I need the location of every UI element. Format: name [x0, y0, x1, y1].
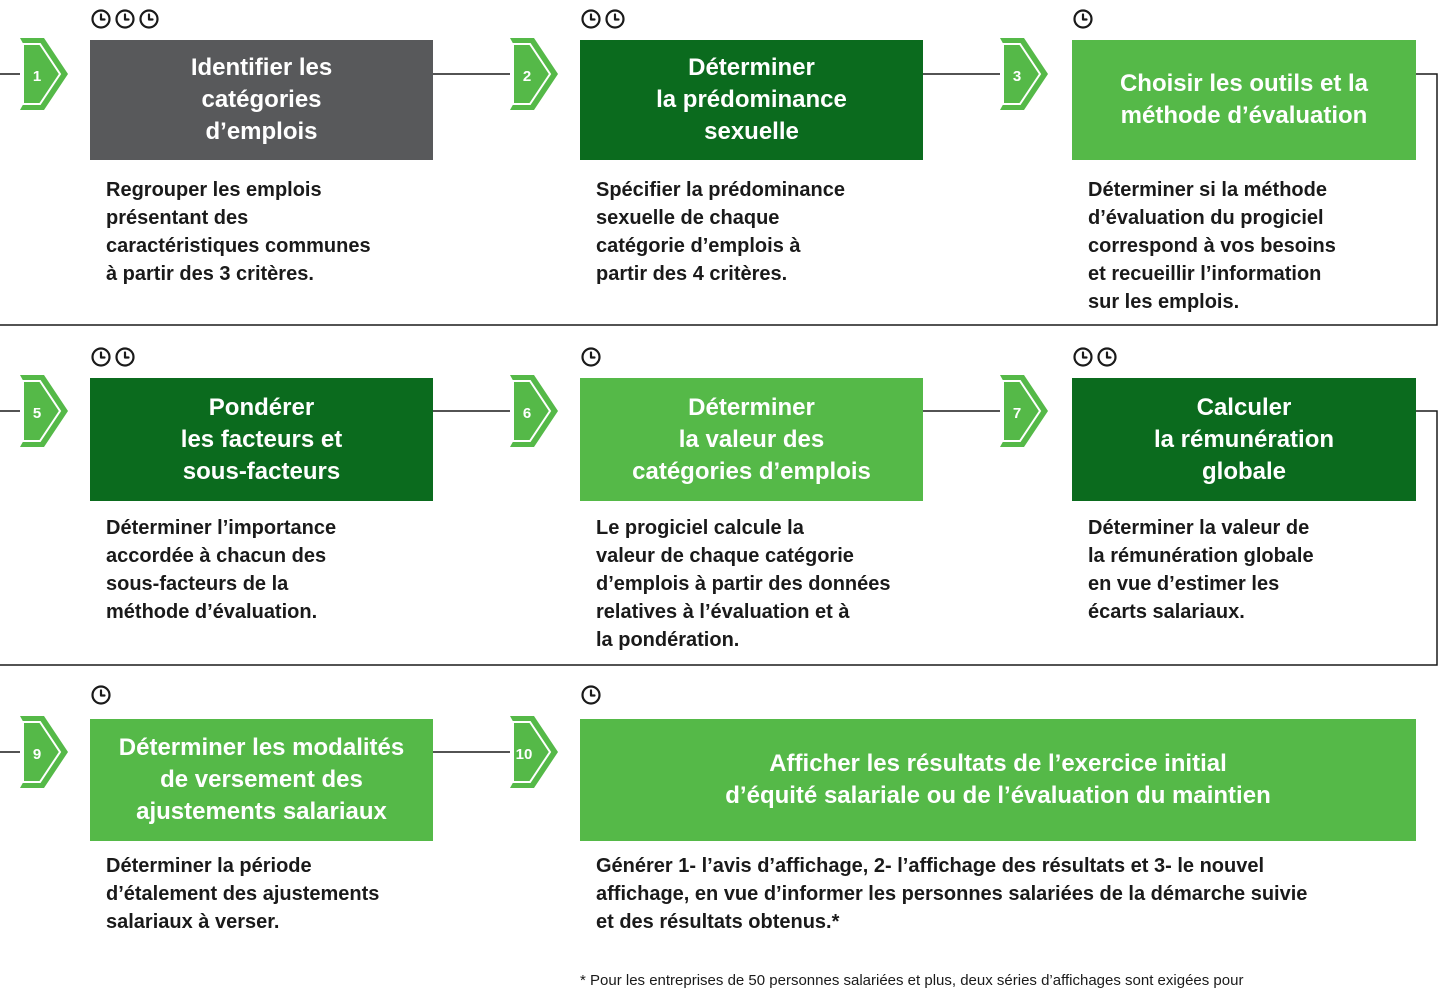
step-title: Calculer la rémunération globale	[1153, 393, 1335, 485]
step-title-box: Choisir les outils et la méthode d’évalu…	[1072, 40, 1416, 160]
duration-clocks	[580, 684, 602, 706]
step-title-box: Pondérer les facteurs et sous-facteurs	[90, 378, 433, 501]
step-description: Déterminer la valeur de la rémunération …	[1088, 517, 1314, 623]
step-title-box: Déterminer la valeur des catégories d’em…	[580, 378, 923, 501]
step-title-box: Calculer la rémunération globale	[1072, 378, 1416, 501]
clock-icon	[1073, 9, 1093, 29]
clock-icon	[1097, 347, 1117, 367]
step-title: Choisir les outils et la méthode d’évalu…	[1119, 70, 1369, 129]
step-description: Le progiciel calcule la valeur de chaque…	[596, 517, 891, 651]
duration-clocks	[90, 8, 160, 30]
step-title-box: Identifier les catégories d’emplois	[90, 40, 433, 160]
clock-icon	[91, 9, 111, 29]
clock-icon	[91, 347, 111, 367]
duration-clocks	[580, 8, 626, 30]
step-title: Déterminer la prédominance sexuelle	[656, 54, 847, 145]
clock-icon	[115, 9, 135, 29]
duration-clocks	[90, 346, 136, 368]
step-title-box: Afficher les résultats de l’exercice ini…	[580, 719, 1416, 841]
duration-clocks	[1072, 346, 1118, 368]
step-description: Déterminer l’importance accordée à chacu…	[106, 517, 337, 623]
step-description: Spécifier la prédominance sexuelle de ch…	[596, 179, 845, 285]
duration-clocks	[90, 684, 112, 706]
clock-icon	[605, 9, 625, 29]
step-title: Afficher les résultats de l’exercice ini…	[725, 750, 1271, 809]
clock-icon	[1073, 347, 1093, 367]
step-title: Déterminer la valeur des catégories d’em…	[632, 393, 871, 485]
footnote: * Pour les entreprises de 50 personnes s…	[580, 972, 1244, 989]
step-description: Déterminer la période d’étalement des aj…	[106, 855, 380, 933]
step-title: Déterminer les modalités de versement de…	[118, 734, 405, 825]
step-description: Regrouper les emplois présentant des car…	[106, 179, 371, 285]
step-title-box: Déterminer les modalités de versement de…	[90, 719, 433, 841]
step-description: Déterminer si la méthode d’évaluation du…	[1088, 179, 1336, 313]
step-title: Pondérer les facteurs et sous-facteurs	[180, 393, 343, 485]
duration-clocks	[1072, 8, 1094, 30]
duration-clocks	[580, 346, 602, 368]
clock-icon	[91, 685, 111, 705]
clock-icon	[139, 9, 159, 29]
step-description: Générer 1- l’avis d’affichage, 2- l’affi…	[596, 855, 1308, 933]
clock-icon	[115, 347, 135, 367]
clock-icon	[581, 347, 601, 367]
step-title-box: Déterminer la prédominance sexuelle	[580, 40, 923, 160]
step-title: Identifier les catégories d’emplois	[190, 54, 333, 145]
clock-icon	[581, 9, 601, 29]
clock-icon	[581, 685, 601, 705]
